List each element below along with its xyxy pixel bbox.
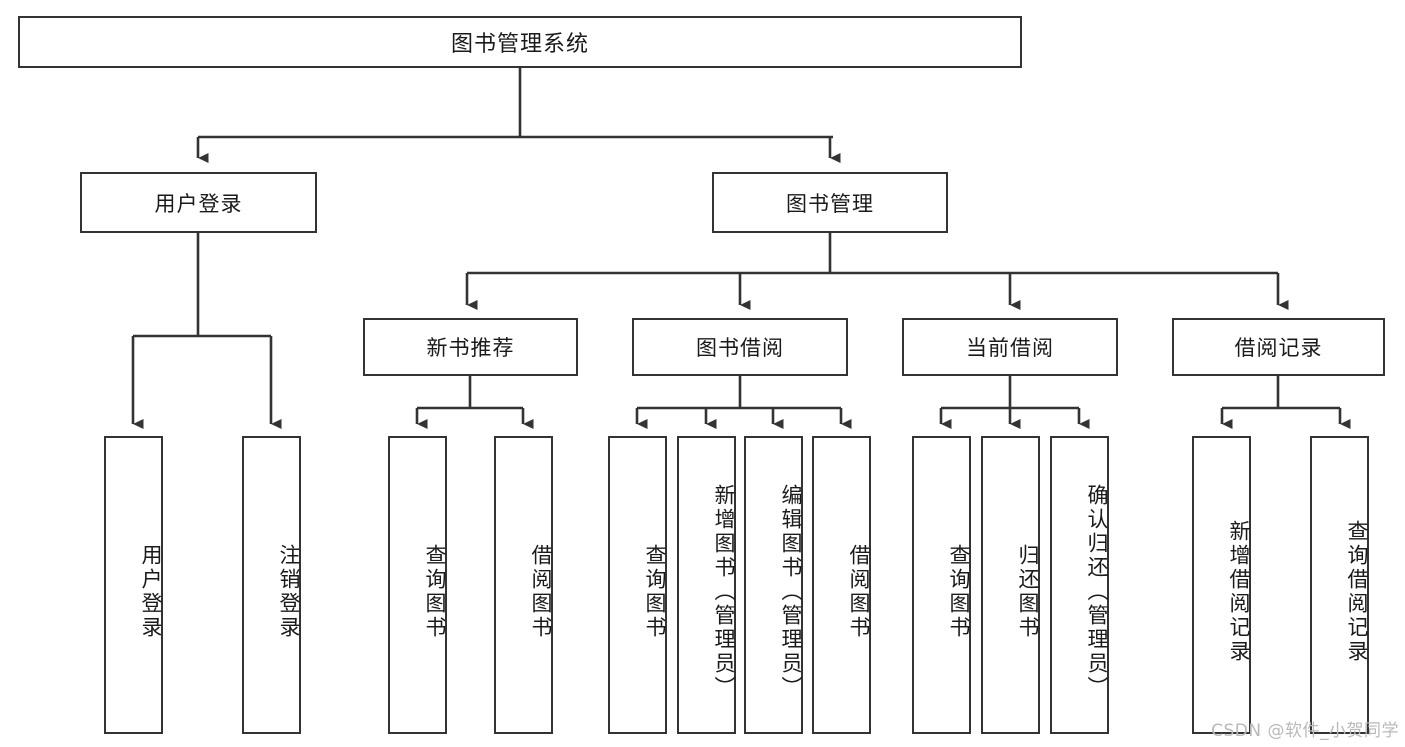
node-label: 图书管理 (786, 191, 874, 216)
leaf-current-borrow-confirm-return-admin[interactable]: 确认归还（管理员） (1050, 436, 1109, 734)
node-label: 查询图书 (643, 544, 667, 640)
node-label: 借阅图书 (847, 544, 871, 640)
node-book-borrow[interactable]: 图书借阅 (632, 318, 848, 376)
node-label: 注销登录 (277, 544, 301, 640)
node-borrow-record[interactable]: 借阅记录 (1172, 318, 1385, 376)
node-label: 图书借阅 (696, 336, 784, 360)
node-label: 查询借阅记录 (1345, 520, 1369, 664)
node-label: 查询图书 (947, 544, 971, 640)
node-current-borrow[interactable]: 当前借阅 (902, 318, 1118, 376)
leaf-book-borrow-edit-book-admin[interactable]: 编辑图书（管理员） (744, 436, 803, 734)
node-label: 查询图书 (423, 544, 447, 640)
leaf-borrow-record-query-record[interactable]: 查询借阅记录 (1310, 436, 1369, 734)
node-label: 借阅记录 (1234, 336, 1323, 360)
leaf-book-borrow-add-book-admin[interactable]: 新增图书（管理员） (677, 436, 736, 734)
node-label: 编辑图书（管理员） (779, 484, 803, 700)
leaf-book-borrow-query-book[interactable]: 查询图书 (608, 436, 667, 734)
leaf-user-login-logout[interactable]: 注销登录 (242, 436, 301, 734)
node-label: 确认归还（管理员） (1085, 484, 1109, 700)
node-label: 当前借阅 (966, 336, 1054, 360)
leaf-borrow-record-add-record[interactable]: 新增借阅记录 (1192, 436, 1251, 734)
node-user-login[interactable]: 用户登录 (80, 172, 317, 233)
watermark-text: CSDN @软件_小贺同学 (1211, 721, 1399, 741)
leaf-book-borrow-borrow-book[interactable]: 借阅图书 (812, 436, 871, 734)
node-label: 借阅图书 (529, 544, 553, 640)
leaf-new-book-query-book[interactable]: 查询图书 (388, 436, 447, 734)
leaf-user-login-login[interactable]: 用户登录 (104, 436, 163, 734)
node-label: 新增图书（管理员） (712, 484, 736, 700)
node-label: 用户登录 (139, 544, 163, 640)
node-label: 新书推荐 (426, 336, 515, 360)
node-new-book-recommend[interactable]: 新书推荐 (363, 318, 578, 376)
node-label: 新增借阅记录 (1227, 520, 1251, 664)
leaf-current-borrow-return-book[interactable]: 归还图书 (981, 436, 1040, 734)
leaf-new-book-borrow-book[interactable]: 借阅图书 (494, 436, 553, 734)
node-label: 归还图书 (1016, 544, 1040, 640)
leaf-current-borrow-query-book[interactable]: 查询图书 (912, 436, 971, 734)
node-label: 图书管理系统 (450, 32, 589, 57)
node-root-book-management-system[interactable]: 图书管理系统 (18, 16, 1022, 68)
node-book-management[interactable]: 图书管理 (712, 172, 948, 233)
node-label: 用户登录 (154, 191, 243, 216)
